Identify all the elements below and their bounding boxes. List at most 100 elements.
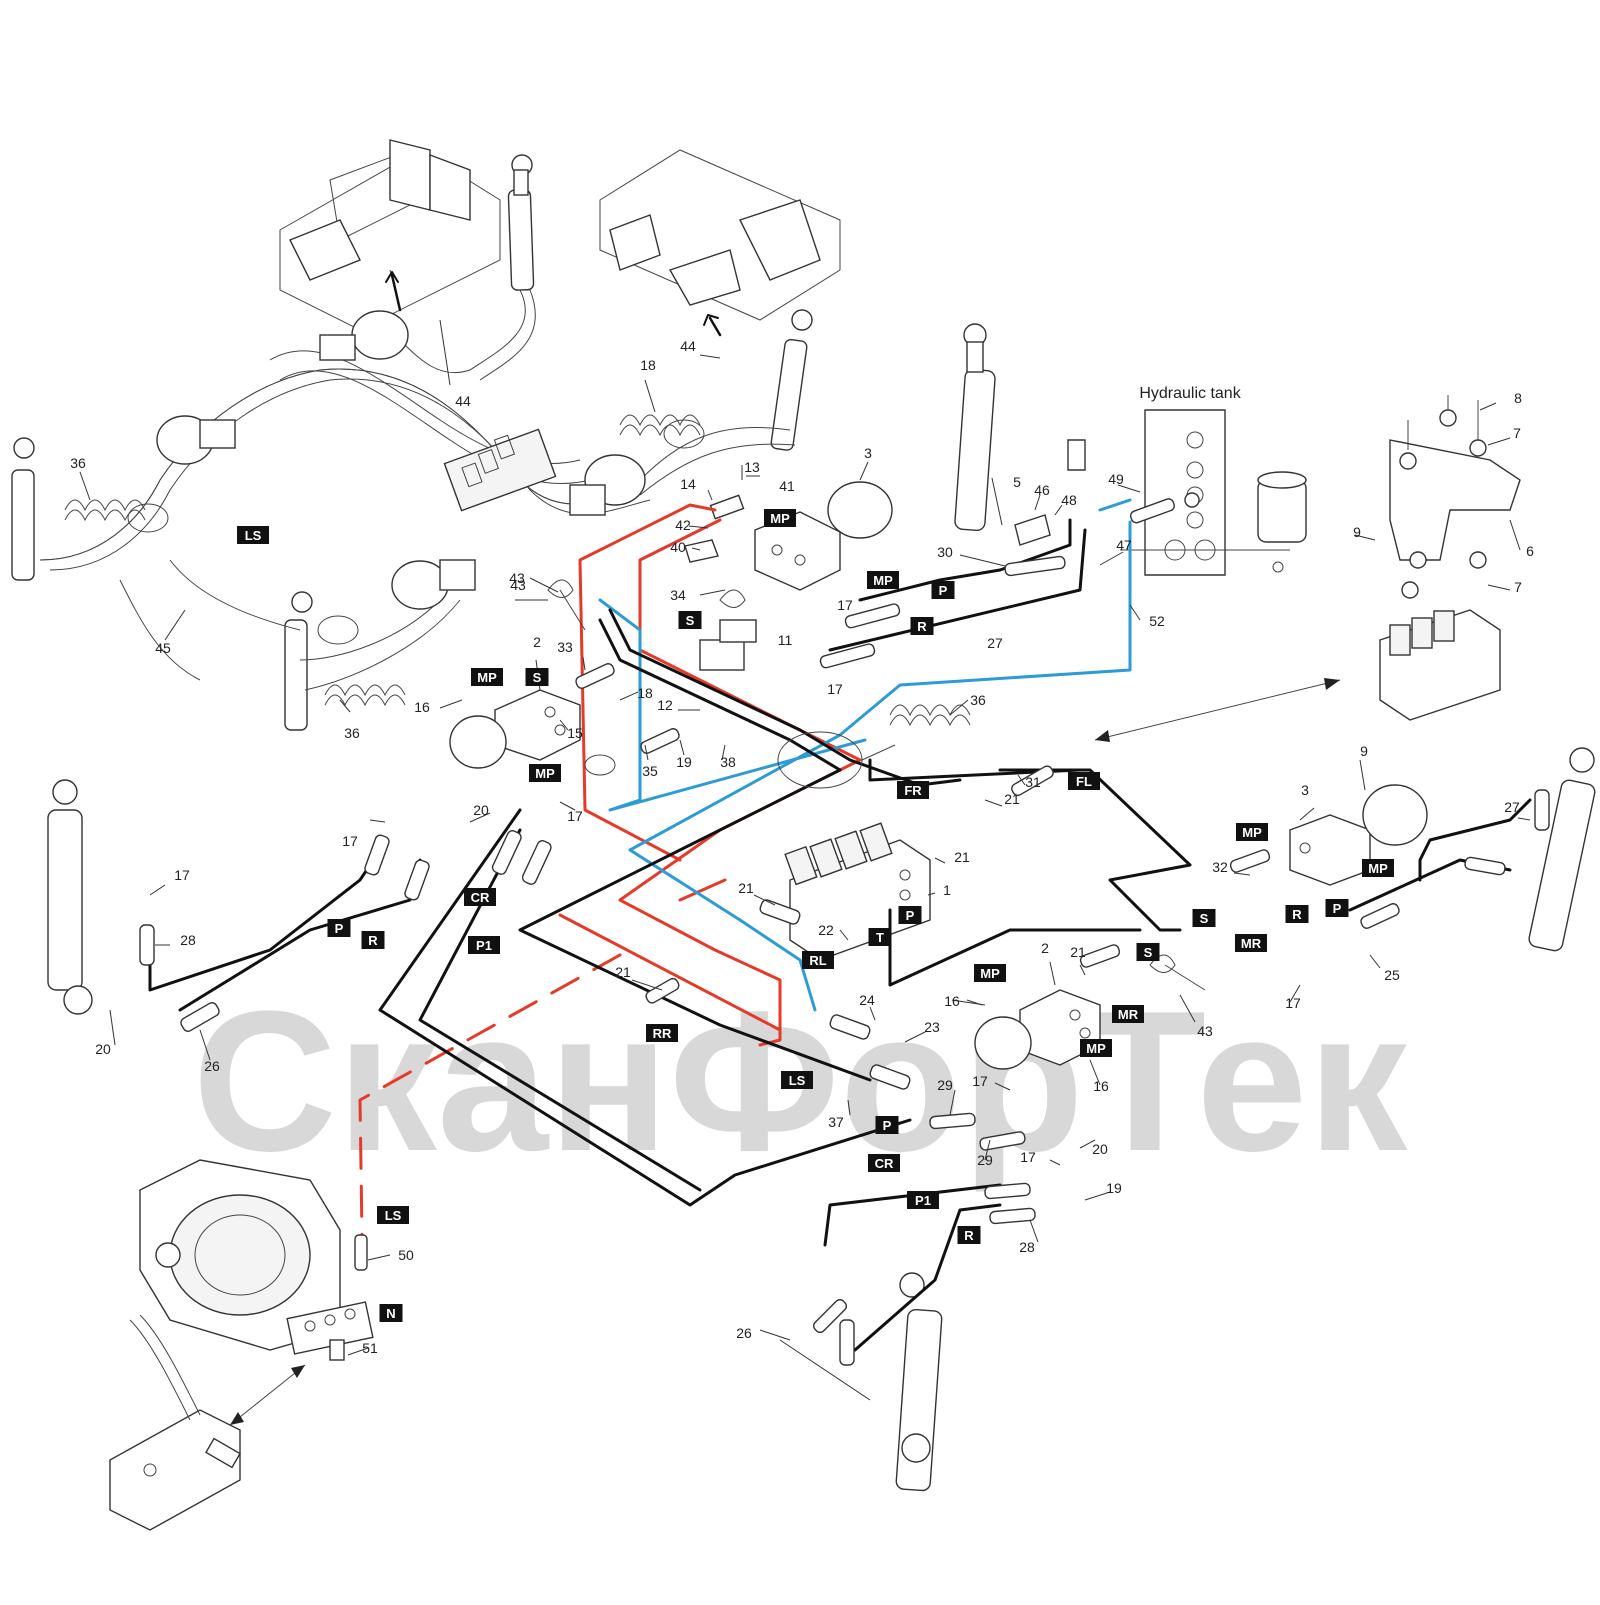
callout-c7b: 7	[1514, 579, 1522, 595]
callout-c21c: 21	[738, 880, 754, 896]
svg-text:P: P	[1333, 901, 1342, 916]
callout-c36a: 36	[70, 455, 86, 471]
callout-c48: 48	[1061, 492, 1077, 508]
svg-text:MP: MP	[535, 766, 555, 781]
line-label-s-far-right: S	[1192, 909, 1216, 927]
line-label-s-left-block: S	[525, 668, 549, 686]
callout-c17c: 17	[567, 808, 583, 824]
line-label-p-bottom: P	[875, 1116, 899, 1134]
callout-c25: 25	[1384, 967, 1400, 983]
callout-c38: 38	[720, 754, 736, 770]
callout-c27b: 27	[1504, 799, 1520, 815]
svg-text:S: S	[1144, 945, 1153, 960]
callout-c19a: 19	[676, 754, 692, 770]
callout-c7a: 7	[1513, 425, 1521, 441]
callout-c37: 37	[828, 1114, 844, 1130]
callout-c51: 51	[362, 1340, 378, 1356]
callout-c44a: 44	[455, 393, 471, 409]
callout-c18a: 18	[640, 357, 656, 373]
callout-c16c: 16	[1093, 1078, 1109, 1094]
cylinder-left	[47, 779, 93, 1015]
callout-c30: 30	[937, 544, 953, 560]
callout-c34: 34	[670, 587, 686, 603]
cylinder-top-right	[770, 309, 813, 451]
svg-text:R: R	[964, 1228, 974, 1243]
callout-c40: 40	[670, 539, 686, 555]
line-label-ls-pump: LS	[377, 1206, 409, 1224]
callout-c18b: 18	[637, 685, 653, 701]
callout-c41: 41	[779, 478, 795, 494]
svg-text:P1: P1	[915, 1193, 931, 1208]
callout-c17e: 17	[174, 867, 190, 883]
line-label-s-right: S	[1136, 943, 1160, 961]
line-label-ls-mid: LS	[781, 1071, 813, 1089]
callout-c16b: 16	[944, 993, 960, 1009]
callout-c19b: 19	[1106, 1180, 1122, 1196]
hydraulic-pump	[139, 1159, 374, 1361]
callout-c23: 23	[924, 1019, 940, 1035]
valve-block-left	[449, 689, 581, 769]
callout-c42: 42	[675, 517, 691, 533]
valve-assembly-right	[1379, 395, 1521, 721]
cylinder-mid-left	[284, 591, 313, 731]
callout-c16a: 16	[414, 699, 430, 715]
hose-fittings	[139, 498, 1550, 1366]
callout-c17f: 17	[972, 1073, 988, 1089]
svg-text:MP: MP	[1368, 861, 1388, 876]
line-label-t-mid: T	[868, 928, 892, 946]
line-label-mp-right-lower: MP	[974, 964, 1006, 982]
rear-frame-assembly	[599, 149, 841, 337]
line-label-p-far-right: P	[1325, 899, 1349, 917]
callout-c27a: 27	[987, 635, 1003, 651]
line-label-mr-right: MR	[1112, 1005, 1144, 1023]
svg-text:MR: MR	[1118, 1007, 1139, 1022]
callout-c17b: 17	[827, 681, 843, 697]
cylinder-top-center	[507, 154, 535, 291]
callout-c35: 35	[642, 763, 658, 779]
valve-block-far-right	[1289, 747, 1596, 952]
callout-c9b: 9	[1360, 743, 1368, 759]
callout-c49: 49	[1108, 471, 1124, 487]
callout-c24: 24	[859, 992, 875, 1008]
svg-text:MP: MP	[477, 670, 497, 685]
line-label-rr: RR	[646, 1024, 678, 1042]
hydraulic-tank: Hydraulic tank	[1120, 385, 1307, 576]
return-lines-blue	[598, 498, 1132, 1012]
svg-text:T: T	[876, 930, 884, 945]
callout-c21b: 21	[954, 849, 970, 865]
callout-c28a: 28	[180, 932, 196, 948]
line-label-fl: FL	[1068, 772, 1100, 790]
valve-block-center	[684, 481, 893, 671]
svg-text:CR: CR	[875, 1156, 894, 1171]
callout-c50: 50	[398, 1247, 414, 1263]
callout-c46: 46	[1034, 482, 1050, 498]
svg-text:MP: MP	[980, 966, 1000, 981]
svg-text:CR: CR	[471, 890, 490, 905]
callout-c20a: 20	[473, 802, 489, 818]
callout-c47: 47	[1116, 537, 1132, 553]
callout-c28b: 28	[1019, 1239, 1035, 1255]
callout-c17h: 17	[1285, 995, 1301, 1011]
main-valve-bank	[784, 822, 931, 961]
callout-c12: 12	[657, 697, 673, 713]
svg-text:LS: LS	[385, 1208, 402, 1223]
callout-c6: 6	[1526, 543, 1534, 559]
callout-c29b: 29	[977, 1152, 993, 1168]
svg-text:S: S	[1200, 911, 1209, 926]
line-label-mr-far-right: MR	[1235, 934, 1267, 952]
callout-c15: 15	[567, 725, 583, 741]
callout-c11: 11	[778, 632, 793, 648]
hose-clips	[64, 414, 971, 727]
line-label-r-far-right: R	[1285, 905, 1309, 923]
svg-text:S: S	[686, 613, 695, 628]
line-label-fr: FR	[897, 781, 929, 799]
callout-c26a: 26	[204, 1058, 220, 1074]
callout-c2b: 2	[1041, 940, 1049, 956]
line-label-mp-left-below: MP	[529, 764, 561, 782]
cylinder-top-left	[11, 437, 35, 581]
callout-c3a: 3	[864, 445, 872, 461]
svg-text:S: S	[533, 670, 542, 685]
callout-c26b: 26	[736, 1325, 752, 1341]
